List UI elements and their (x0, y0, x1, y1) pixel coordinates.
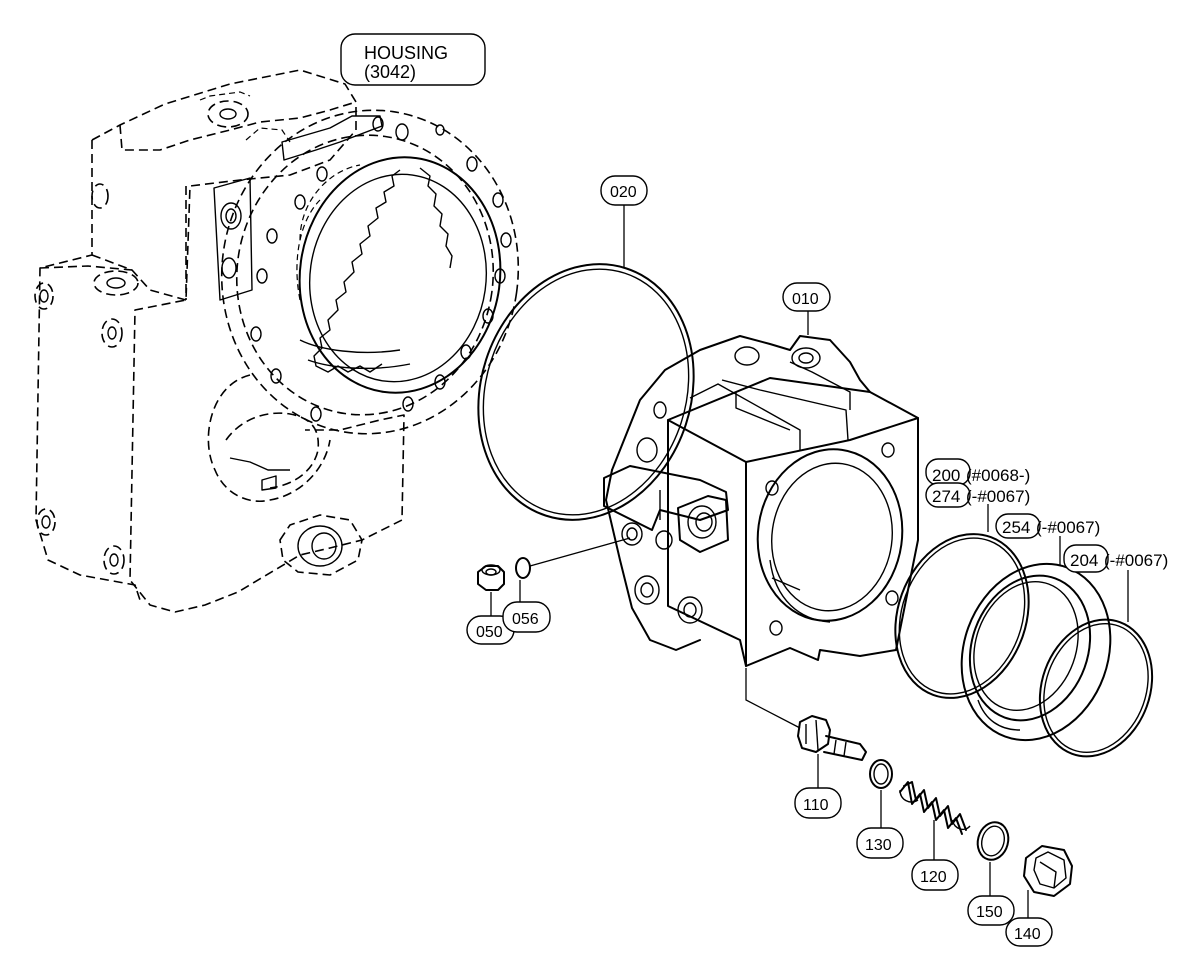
ring-plate-254 (960, 562, 1112, 742)
tag-010: 010 (782, 282, 831, 312)
tag-274-note: (-#0067) (966, 487, 1030, 506)
tag-050-text: 050 (476, 624, 503, 641)
tag-020: 020 (600, 175, 648, 206)
tag-110: 110 (794, 787, 842, 819)
tag-050: 050 (466, 615, 515, 645)
ring-150 (976, 821, 1010, 861)
housing-label-line1: HOUSING (364, 43, 448, 63)
tag-056-text: 056 (512, 611, 539, 628)
tag-120-text: 120 (920, 869, 947, 886)
tag-254-text: 254 (1002, 518, 1030, 537)
tag-130-text: 130 (865, 837, 892, 854)
tag-010-text: 010 (792, 291, 819, 308)
housing-label: HOUSING (3042) (340, 33, 486, 86)
tag-200-note: (#0068-) (966, 466, 1030, 485)
o-ring-056 (515, 557, 531, 579)
tag-120: 120 (911, 859, 959, 891)
plug-050 (477, 564, 505, 591)
o-ring-020 (477, 263, 695, 521)
tag-150-text: 150 (976, 904, 1003, 921)
tag-204: 204 (-#0067) (1063, 544, 1168, 573)
o-ring-274 (894, 533, 1030, 699)
tag-200: 200 (#0068-) (925, 458, 1030, 486)
housing-label-line2: (3042) (364, 62, 416, 82)
tag-130: 130 (856, 827, 904, 859)
plug-140 (1023, 845, 1073, 897)
tag-204-text: 204 (1070, 551, 1098, 570)
tag-140-text: 140 (1014, 926, 1041, 943)
tag-200-text: 200 (932, 466, 960, 485)
cover-010 (603, 335, 919, 667)
tag-254-note: (-#0067) (1036, 518, 1100, 537)
spring-120 (899, 781, 971, 835)
tag-150: 150 (967, 895, 1015, 926)
housing-drawing (34, 69, 520, 613)
tag-204-note: (-#0067) (1104, 551, 1168, 570)
o-ring-204 (1038, 618, 1154, 758)
tag-254: 254 (-#0067) (995, 513, 1100, 539)
tag-056: 056 (502, 601, 551, 633)
tag-274: 274 (-#0067) (925, 482, 1030, 508)
tag-274-text: 274 (932, 487, 960, 506)
ring-130 (869, 759, 893, 789)
tag-110-text: 110 (803, 797, 829, 814)
tag-020-text: 020 (610, 184, 637, 201)
spool-110 (797, 715, 867, 761)
tag-140: 140 (1005, 917, 1053, 947)
